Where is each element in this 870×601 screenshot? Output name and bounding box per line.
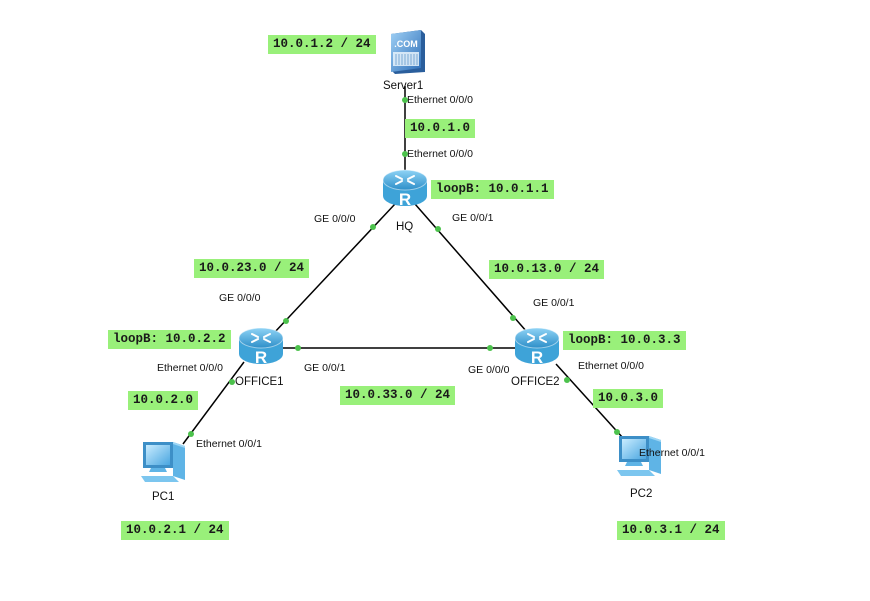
server-badge: .COM: [394, 39, 418, 49]
label-office1-loopback: loopB: 10.0.2.2: [108, 330, 231, 349]
office2-name: OFFICE2: [511, 376, 560, 388]
server1-name: Server1: [383, 80, 424, 92]
port-dot: [614, 429, 620, 435]
port-hq-ge000: GE 0/0/0: [314, 213, 356, 225]
label-net-office1-office2: 10.0.33.0 / 24: [340, 386, 456, 405]
port-dot: [435, 226, 441, 232]
port-dot: [229, 379, 235, 385]
port-pc2-eth: Ethernet 0/0/1: [639, 447, 705, 459]
label-office2-loopback: loopB: 10.0.3.3: [563, 331, 686, 350]
port-dot: [402, 97, 408, 103]
link-office1-pc1[interactable]: [182, 361, 245, 445]
port-office2-ge001: GE 0/0/1: [533, 297, 575, 309]
label-net-office2-pc2: 10.0.3.0: [593, 389, 664, 408]
port-server1-eth: Ethernet 0/0/0: [407, 94, 473, 106]
label-server1-ip: 10.0.1.2 / 24: [268, 35, 376, 54]
port-dot: [370, 224, 376, 230]
pc2-name: PC2: [630, 488, 653, 500]
port-office1-eth: Ethernet 0/0/0: [157, 362, 223, 374]
label-hq-loopback: loopB: 10.0.1.1: [431, 180, 554, 199]
office1-device[interactable]: R: [237, 324, 285, 368]
router-badge: R: [399, 190, 411, 209]
port-office1-ge000: GE 0/0/0: [219, 292, 261, 304]
port-dot: [564, 377, 570, 383]
port-dot: [188, 431, 194, 437]
server1-device[interactable]: .COM: [387, 28, 427, 76]
label-net-office1-pc1: 10.0.2.0: [128, 391, 199, 410]
port-hq-ge001: GE 0/0/1: [452, 212, 494, 224]
router-icon: R: [238, 327, 284, 367]
port-office2-ge000: GE 0/0/0: [468, 364, 510, 376]
port-office1-ge001: GE 0/0/1: [304, 362, 346, 374]
router-badge: R: [255, 348, 267, 367]
label-net-hq-office2: 10.0.13.0 / 24: [489, 260, 605, 279]
label-net-hq-office1: 10.0.23.0 / 24: [194, 259, 310, 278]
link-office2-pc2[interactable]: [555, 363, 624, 439]
pc-icon: [617, 436, 661, 476]
link-hq-office2[interactable]: [414, 203, 528, 333]
office1-name: OFFICE1: [235, 376, 284, 388]
port-hq-eth: Ethernet 0/0/0: [407, 148, 473, 160]
office2-device[interactable]: R: [513, 324, 561, 368]
label-pc1-ip: 10.0.2.1 / 24: [121, 521, 229, 540]
router-badge: R: [531, 348, 543, 367]
pc1-device[interactable]: [139, 436, 193, 486]
port-dot: [283, 318, 289, 324]
hq-device[interactable]: R: [381, 166, 429, 210]
pc1-name: PC1: [152, 491, 175, 503]
router-icon: R: [514, 327, 560, 367]
label-pc2-ip: 10.0.3.1 / 24: [617, 521, 725, 540]
port-dot: [510, 315, 516, 321]
server-icon: .COM: [391, 30, 425, 74]
pc-icon: [141, 442, 185, 482]
port-dot: [402, 151, 408, 157]
port-dot: [295, 345, 301, 351]
pc2-device[interactable]: [615, 430, 669, 480]
hq-name: HQ: [396, 221, 414, 233]
port-office2-eth: Ethernet 0/0/0: [578, 360, 644, 372]
router-icon: R: [382, 169, 428, 209]
port-dot: [487, 345, 493, 351]
label-net-hq-server: 10.0.1.0: [405, 119, 476, 138]
port-pc1-eth: Ethernet 0/0/1: [196, 438, 262, 450]
